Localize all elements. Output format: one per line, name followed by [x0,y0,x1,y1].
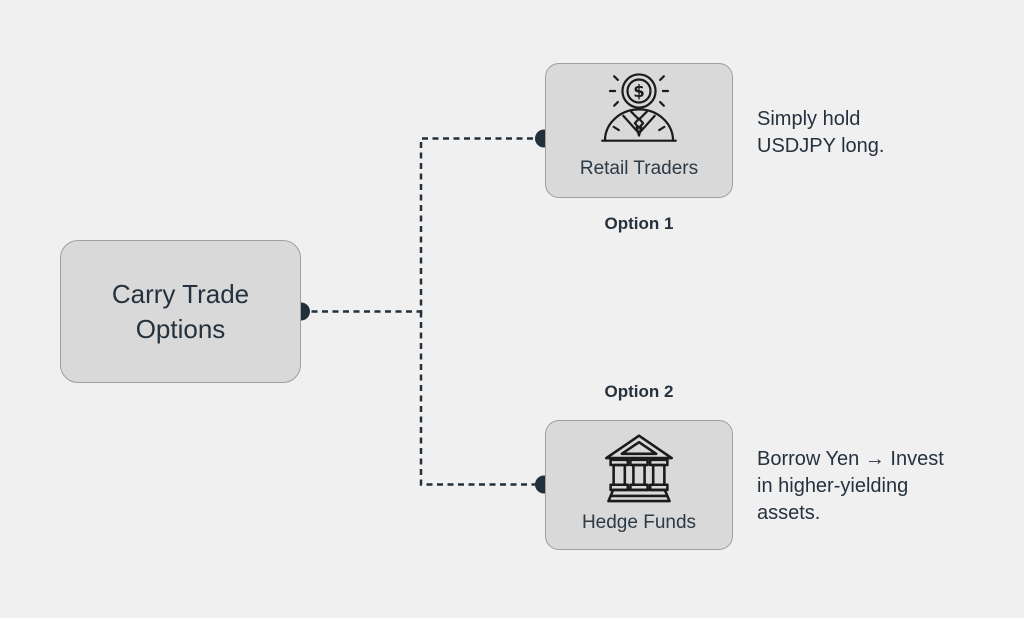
bank-icon [605,434,673,503]
node-label-hedge-funds: Hedge Funds [581,512,697,533]
node-retail-traders: $ Retail Traders [545,63,733,198]
connector-line-option2 [419,311,544,486]
node-label-retail-traders: Retail Traders [579,158,699,179]
caption-option-1: Option 1 [604,214,674,233]
annotation-option-1: Simply hold USDJPY long. [757,108,885,158]
annotation-option-2: Borrow Yen → Invest in higher-yielding a… [757,448,944,525]
svg-text:$: $ [633,82,645,101]
root-node-carry-trade-options: Carry Trade Options [60,240,301,383]
connector-line-option1 [301,137,544,313]
money-person-icon: $ [601,73,677,142]
caption-option-2: Option 2 [604,382,674,401]
node-hedge-funds: Hedge Funds [545,420,733,550]
root-node-label: Carry Trade Options [111,279,250,344]
